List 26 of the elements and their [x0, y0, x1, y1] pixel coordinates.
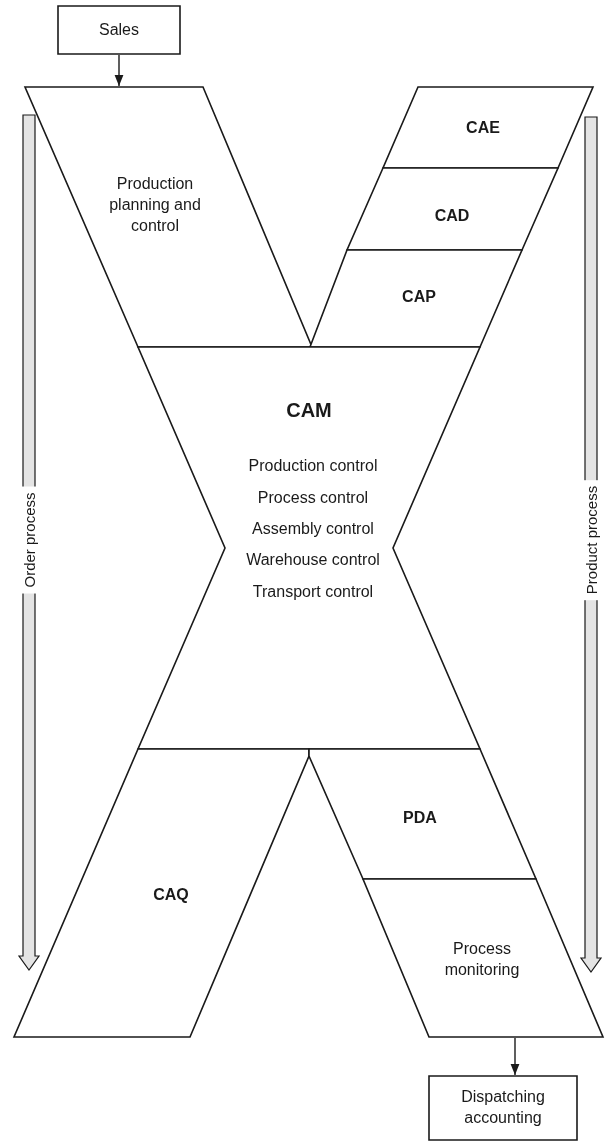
arrow — [114, 54, 124, 87]
arrow — [510, 1037, 520, 1076]
node-label: Transport control — [251, 581, 375, 602]
acronym-label: CAP — [401, 286, 437, 307]
node-label: Production planning and control — [108, 173, 202, 236]
trapezoid-panel — [14, 749, 309, 1037]
node-label: Assembly control — [251, 518, 375, 539]
node-label: Process control — [256, 487, 370, 508]
process-box — [58, 6, 180, 54]
band-segment — [310, 250, 522, 347]
node-label: Warehouse control — [245, 549, 381, 570]
node-label: Process monitoring — [443, 939, 521, 980]
band-segment — [347, 168, 558, 250]
band-segment — [309, 749, 536, 879]
node-label: Production control — [247, 455, 379, 476]
acronym-label: CAE — [465, 117, 501, 138]
band-segment — [363, 879, 603, 1037]
process-box — [429, 1076, 577, 1140]
acronym-label: PDA — [402, 807, 438, 828]
acronym-label: CAM — [285, 398, 333, 423]
acronym-label: CAQ — [152, 884, 190, 905]
trapezoid-panel — [25, 87, 312, 347]
band-segment — [383, 87, 593, 168]
node-label: Sales — [98, 19, 140, 40]
acronym-label: CAD — [433, 205, 471, 226]
node-label: Dispatching accounting — [460, 1087, 546, 1128]
